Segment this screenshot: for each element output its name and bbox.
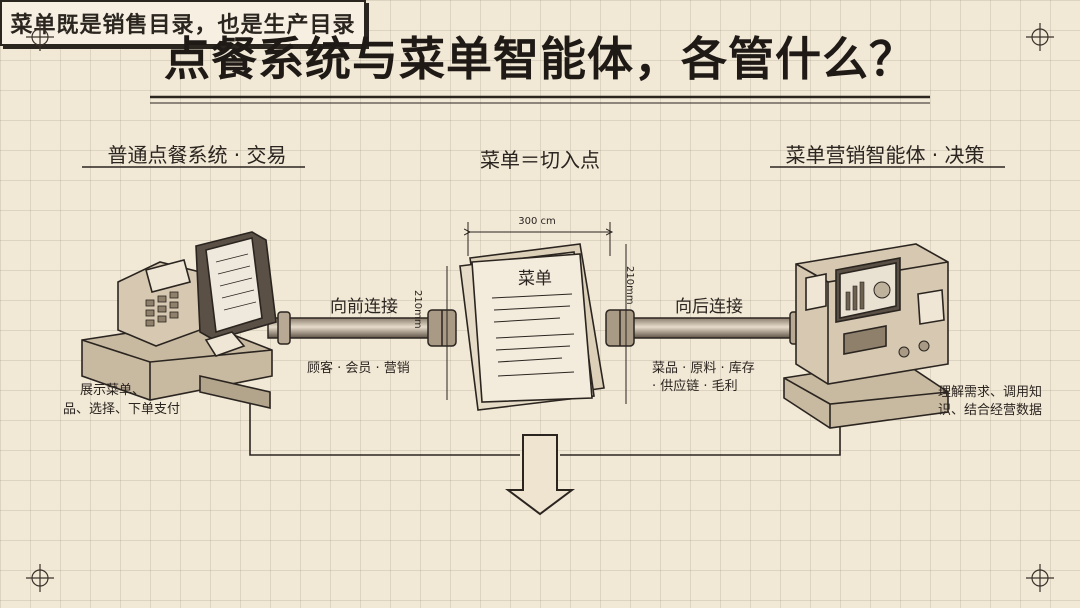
menu-card-stack — [459, 243, 605, 411]
backward-connection-label: 向后连接 — [675, 297, 743, 317]
conclusion-box: 菜单既是销售目录，也是生产目录 — [0, 0, 366, 46]
smart-terminal-illustration — [783, 243, 949, 429]
forward-connection-label: 向前连接 — [330, 297, 398, 317]
right-section-heading: 菜单营销智能体 · 决策 — [785, 143, 985, 167]
forward-connection-tags: 顾客 · 会员 · 营销 — [307, 361, 410, 376]
page-title: 点餐系统与菜单智能体，各管什么？ — [164, 32, 916, 86]
backward-connection-tags-line2: · 供应链 · 毛利 — [652, 379, 738, 394]
right-description-line2: 识、结合经营数据 — [938, 403, 1043, 418]
down-arrow — [505, 434, 575, 516]
right-description-line1: 理解需求、调用知 — [938, 385, 1043, 400]
pipe-left — [267, 309, 457, 347]
dimension-lines — [446, 222, 627, 404]
conclusion-text: 菜单既是销售目录，也是生产目录 — [10, 13, 356, 38]
corner-marks — [26, 23, 1054, 592]
dimension-height-left-label: 210mm — [412, 290, 423, 329]
left-description-line1: 展示菜单、 — [80, 383, 146, 398]
dimension-height-right-label: 210mm — [624, 266, 635, 305]
left-description-line2: 品、选择、下单支付 — [63, 402, 181, 417]
backward-connection-tags-line1: 菜品 · 原料 · 库存 — [652, 361, 755, 376]
center-section-heading: 菜单＝切入点 — [480, 148, 600, 172]
left-section-heading: 普通点餐系统 · 交易 — [107, 143, 287, 167]
menu-card-title: 菜单 — [518, 269, 552, 289]
dimension-width-label: 300 cm — [518, 216, 556, 227]
title-underline — [150, 95, 930, 104]
pos-terminal-illustration — [81, 231, 277, 410]
